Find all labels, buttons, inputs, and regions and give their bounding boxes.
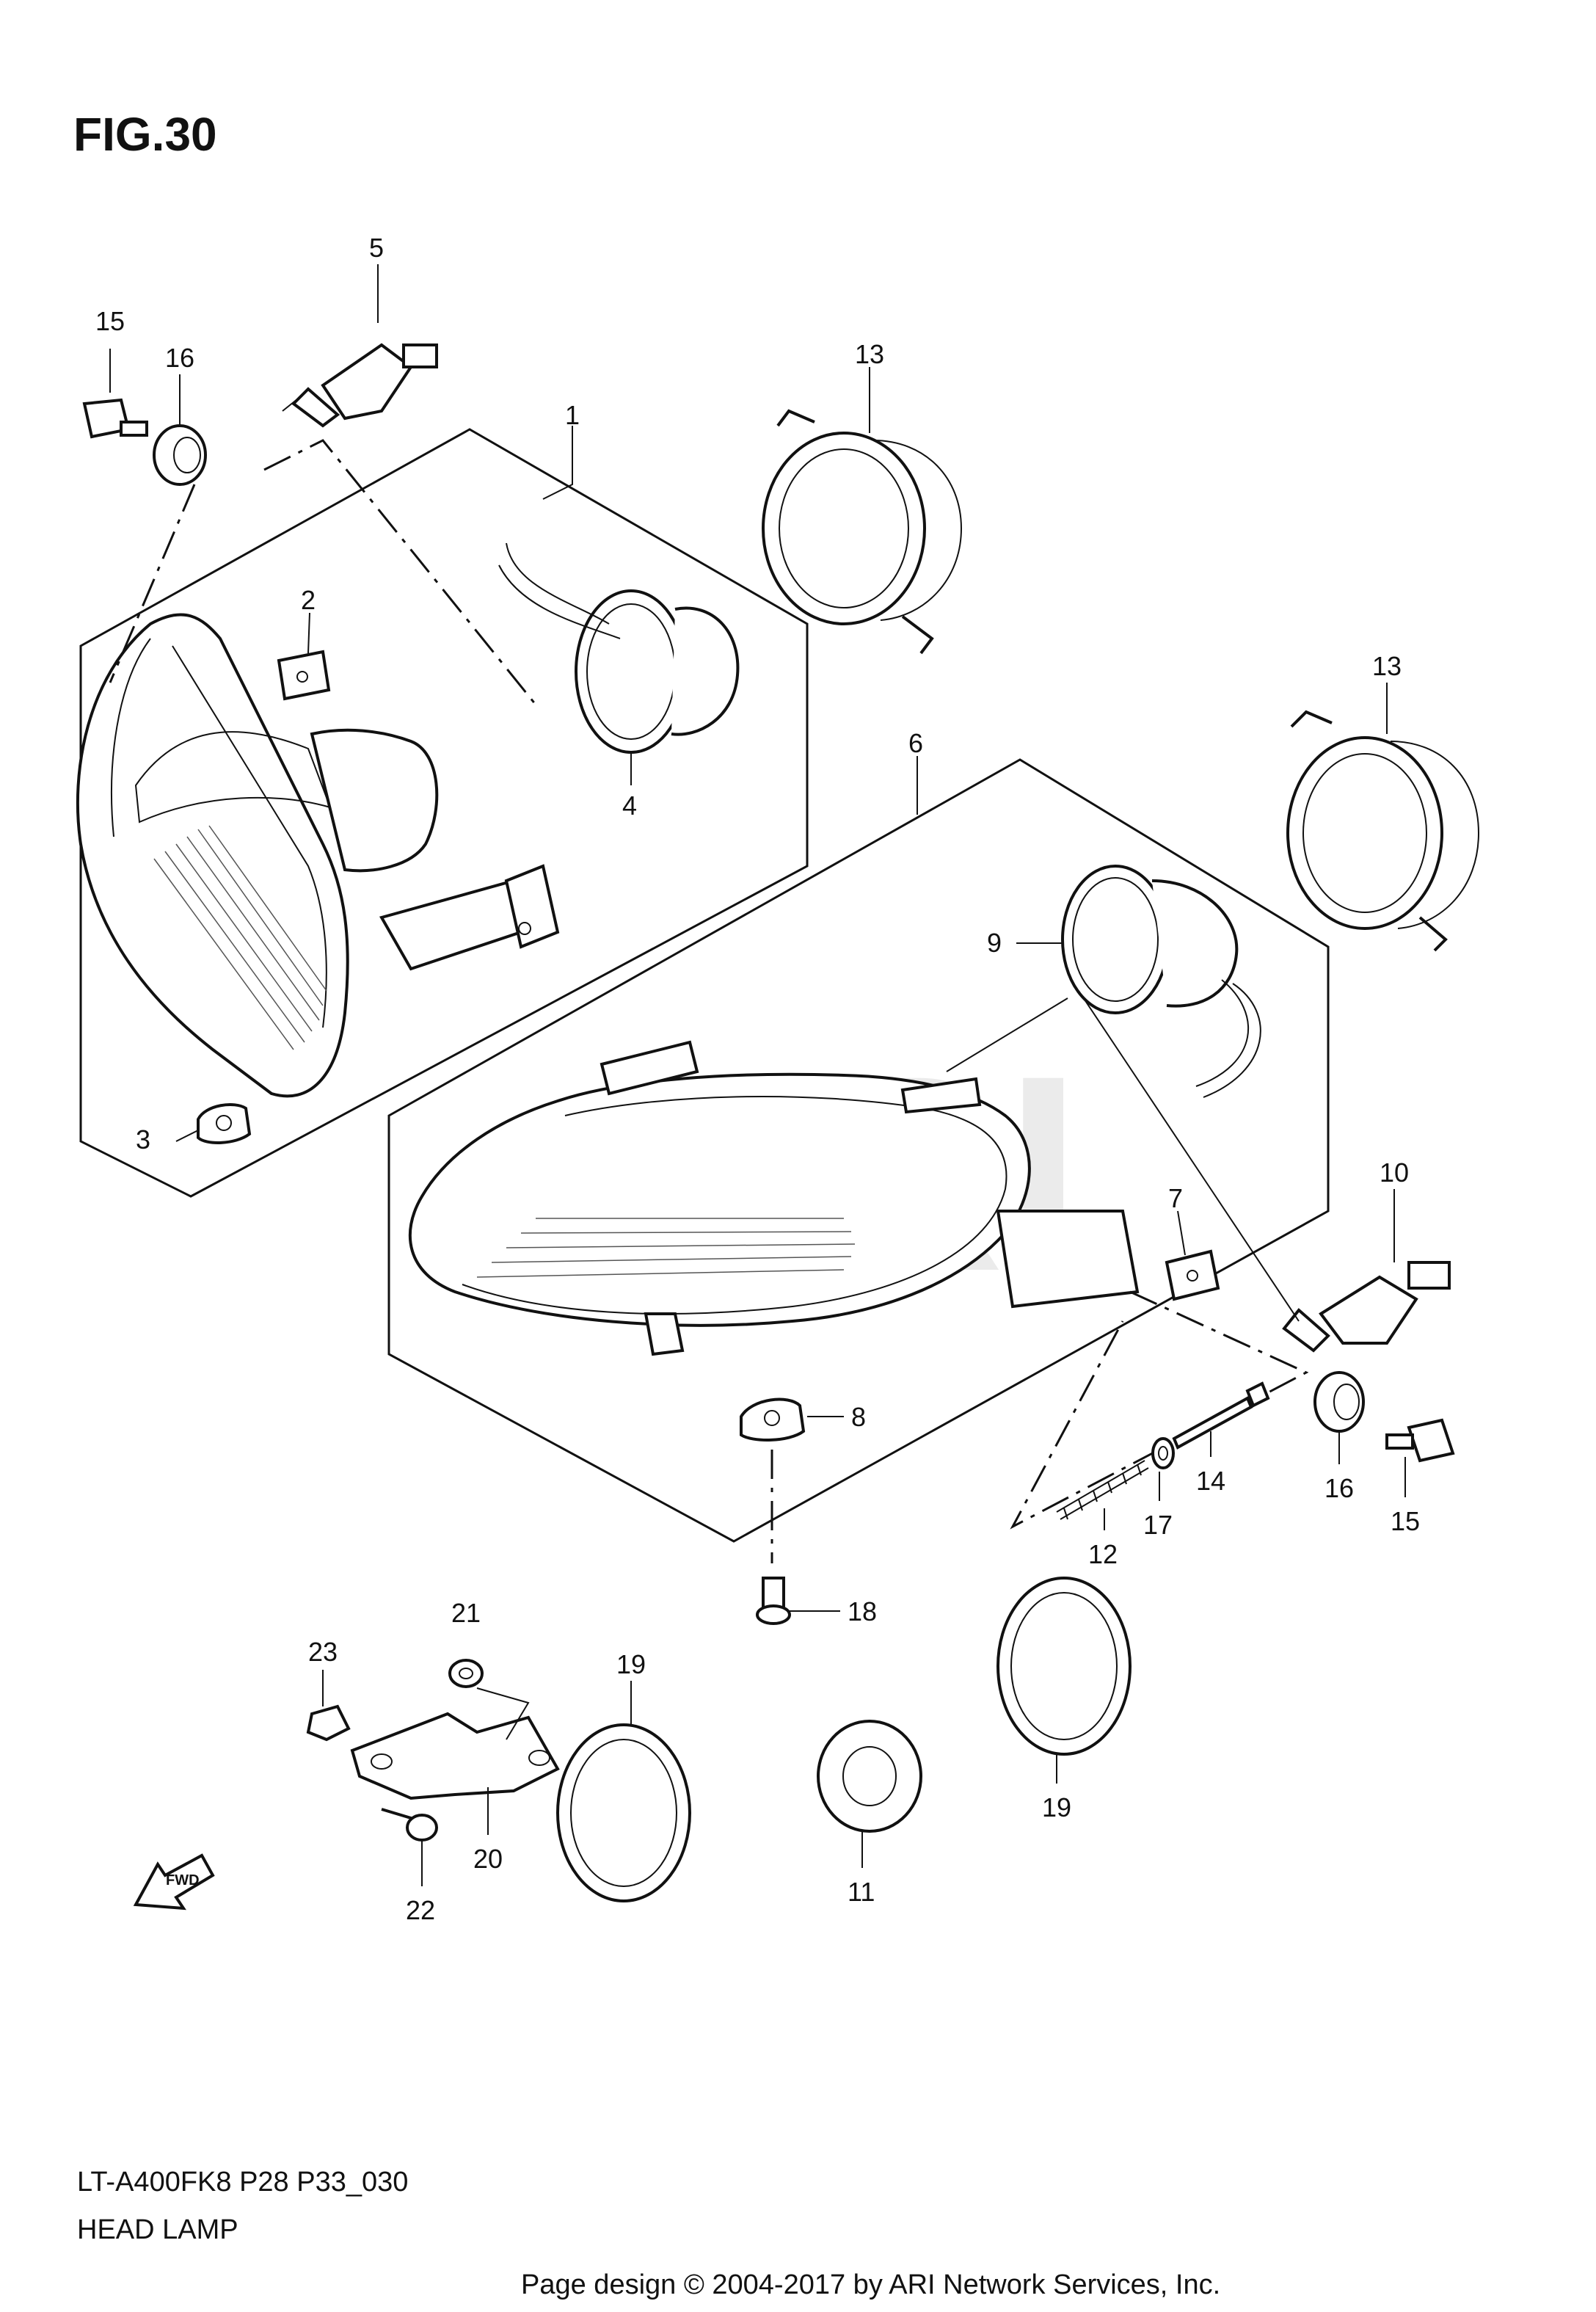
callout-17: 17	[1143, 1510, 1173, 1540]
part-9-socket	[1061, 865, 1261, 1098]
callout-10: 10	[1380, 1157, 1409, 1188]
part-5-bulb	[282, 343, 438, 428]
assembly-1-outline	[79, 428, 809, 1198]
part-17-washer	[1151, 1437, 1175, 1469]
part-10-bulb	[1282, 1261, 1451, 1353]
callout-14: 14	[1196, 1466, 1225, 1496]
forward-direction-label: FWD	[166, 1872, 200, 1889]
part-16-grommet-lower	[1313, 1371, 1365, 1433]
callout-16-lower: 16	[1324, 1473, 1354, 1503]
part-2-clip	[277, 650, 331, 701]
callout-12: 12	[1088, 1539, 1118, 1569]
forward-direction-arrow-icon: FWD	[133, 1853, 215, 1911]
callout-7: 7	[1168, 1183, 1183, 1213]
callout-6: 6	[908, 728, 923, 758]
part-21-washer	[448, 1659, 484, 1688]
leader-dash-bulb-5	[263, 439, 537, 705]
part-20-bracket	[350, 1712, 560, 1800]
part-19-reflector-right	[996, 1577, 1132, 1756]
part-13-ring-upper	[762, 409, 963, 655]
right-headlamp-housing	[408, 1040, 1140, 1356]
callout-15-upper: 15	[95, 306, 125, 336]
part-11-grommet-ring	[817, 1720, 922, 1833]
callout-leaders	[109, 264, 1406, 1886]
part-23-nut	[306, 1704, 351, 1742]
callout-19-right: 19	[1042, 1792, 1071, 1822]
assembly-6-outline	[387, 758, 1330, 1543]
callout-8: 8	[851, 1402, 866, 1432]
callout-21: 21	[451, 1598, 481, 1628]
callout-16-upper: 16	[165, 343, 194, 373]
part-19-reflector-left	[556, 1723, 691, 1902]
callout-22: 22	[406, 1895, 435, 1925]
part-14-bolt	[1172, 1381, 1270, 1450]
figure-title: FIG.30	[73, 108, 217, 161]
leader-socket-9-to-housing	[946, 997, 1068, 1072]
copyright-notice: Page design © 2004-2017 by ARI Network S…	[521, 2269, 1220, 2300]
callout-1: 1	[565, 400, 580, 430]
callout-5: 5	[369, 233, 384, 263]
part-13-ring-lower	[1286, 710, 1480, 952]
part-15-bolt-lower	[1385, 1418, 1455, 1463]
callout-19-left: 19	[616, 1649, 646, 1679]
callout-23: 23	[308, 1637, 338, 1667]
callout-3: 3	[136, 1124, 150, 1155]
left-headlamp-housing	[76, 613, 560, 1098]
part-7-clip	[1165, 1249, 1220, 1301]
callout-13-upper: 13	[855, 339, 884, 369]
part-18-screw	[756, 1577, 791, 1625]
callout-18: 18	[848, 1596, 877, 1626]
callout-2: 2	[301, 585, 316, 615]
callout-15-lower: 15	[1391, 1506, 1420, 1536]
callout-11: 11	[848, 1877, 875, 1907]
leader-dash-bolt-14	[1010, 1290, 1309, 1530]
part-22-bolt	[381, 1808, 438, 1842]
part-8-nut	[740, 1397, 806, 1442]
part-3-nut	[197, 1103, 252, 1144]
leader-socket-9-to-bulb-10	[1078, 990, 1300, 1322]
part-15-bolt-upper	[82, 398, 148, 439]
part-16-grommet-upper	[153, 424, 207, 486]
callout-4: 4	[622, 790, 637, 821]
leader-dash-grommet-16	[109, 484, 196, 683]
callout-13-lower: 13	[1372, 651, 1402, 681]
part-4-socket	[498, 542, 740, 754]
part-12-spring	[1056, 1460, 1149, 1520]
model-code: LT-A400FK8 P28 P33_030	[77, 2167, 408, 2198]
section-name: HEAD LAMP	[77, 2214, 238, 2245]
callout-20: 20	[473, 1844, 503, 1874]
callout-9: 9	[987, 928, 1002, 958]
